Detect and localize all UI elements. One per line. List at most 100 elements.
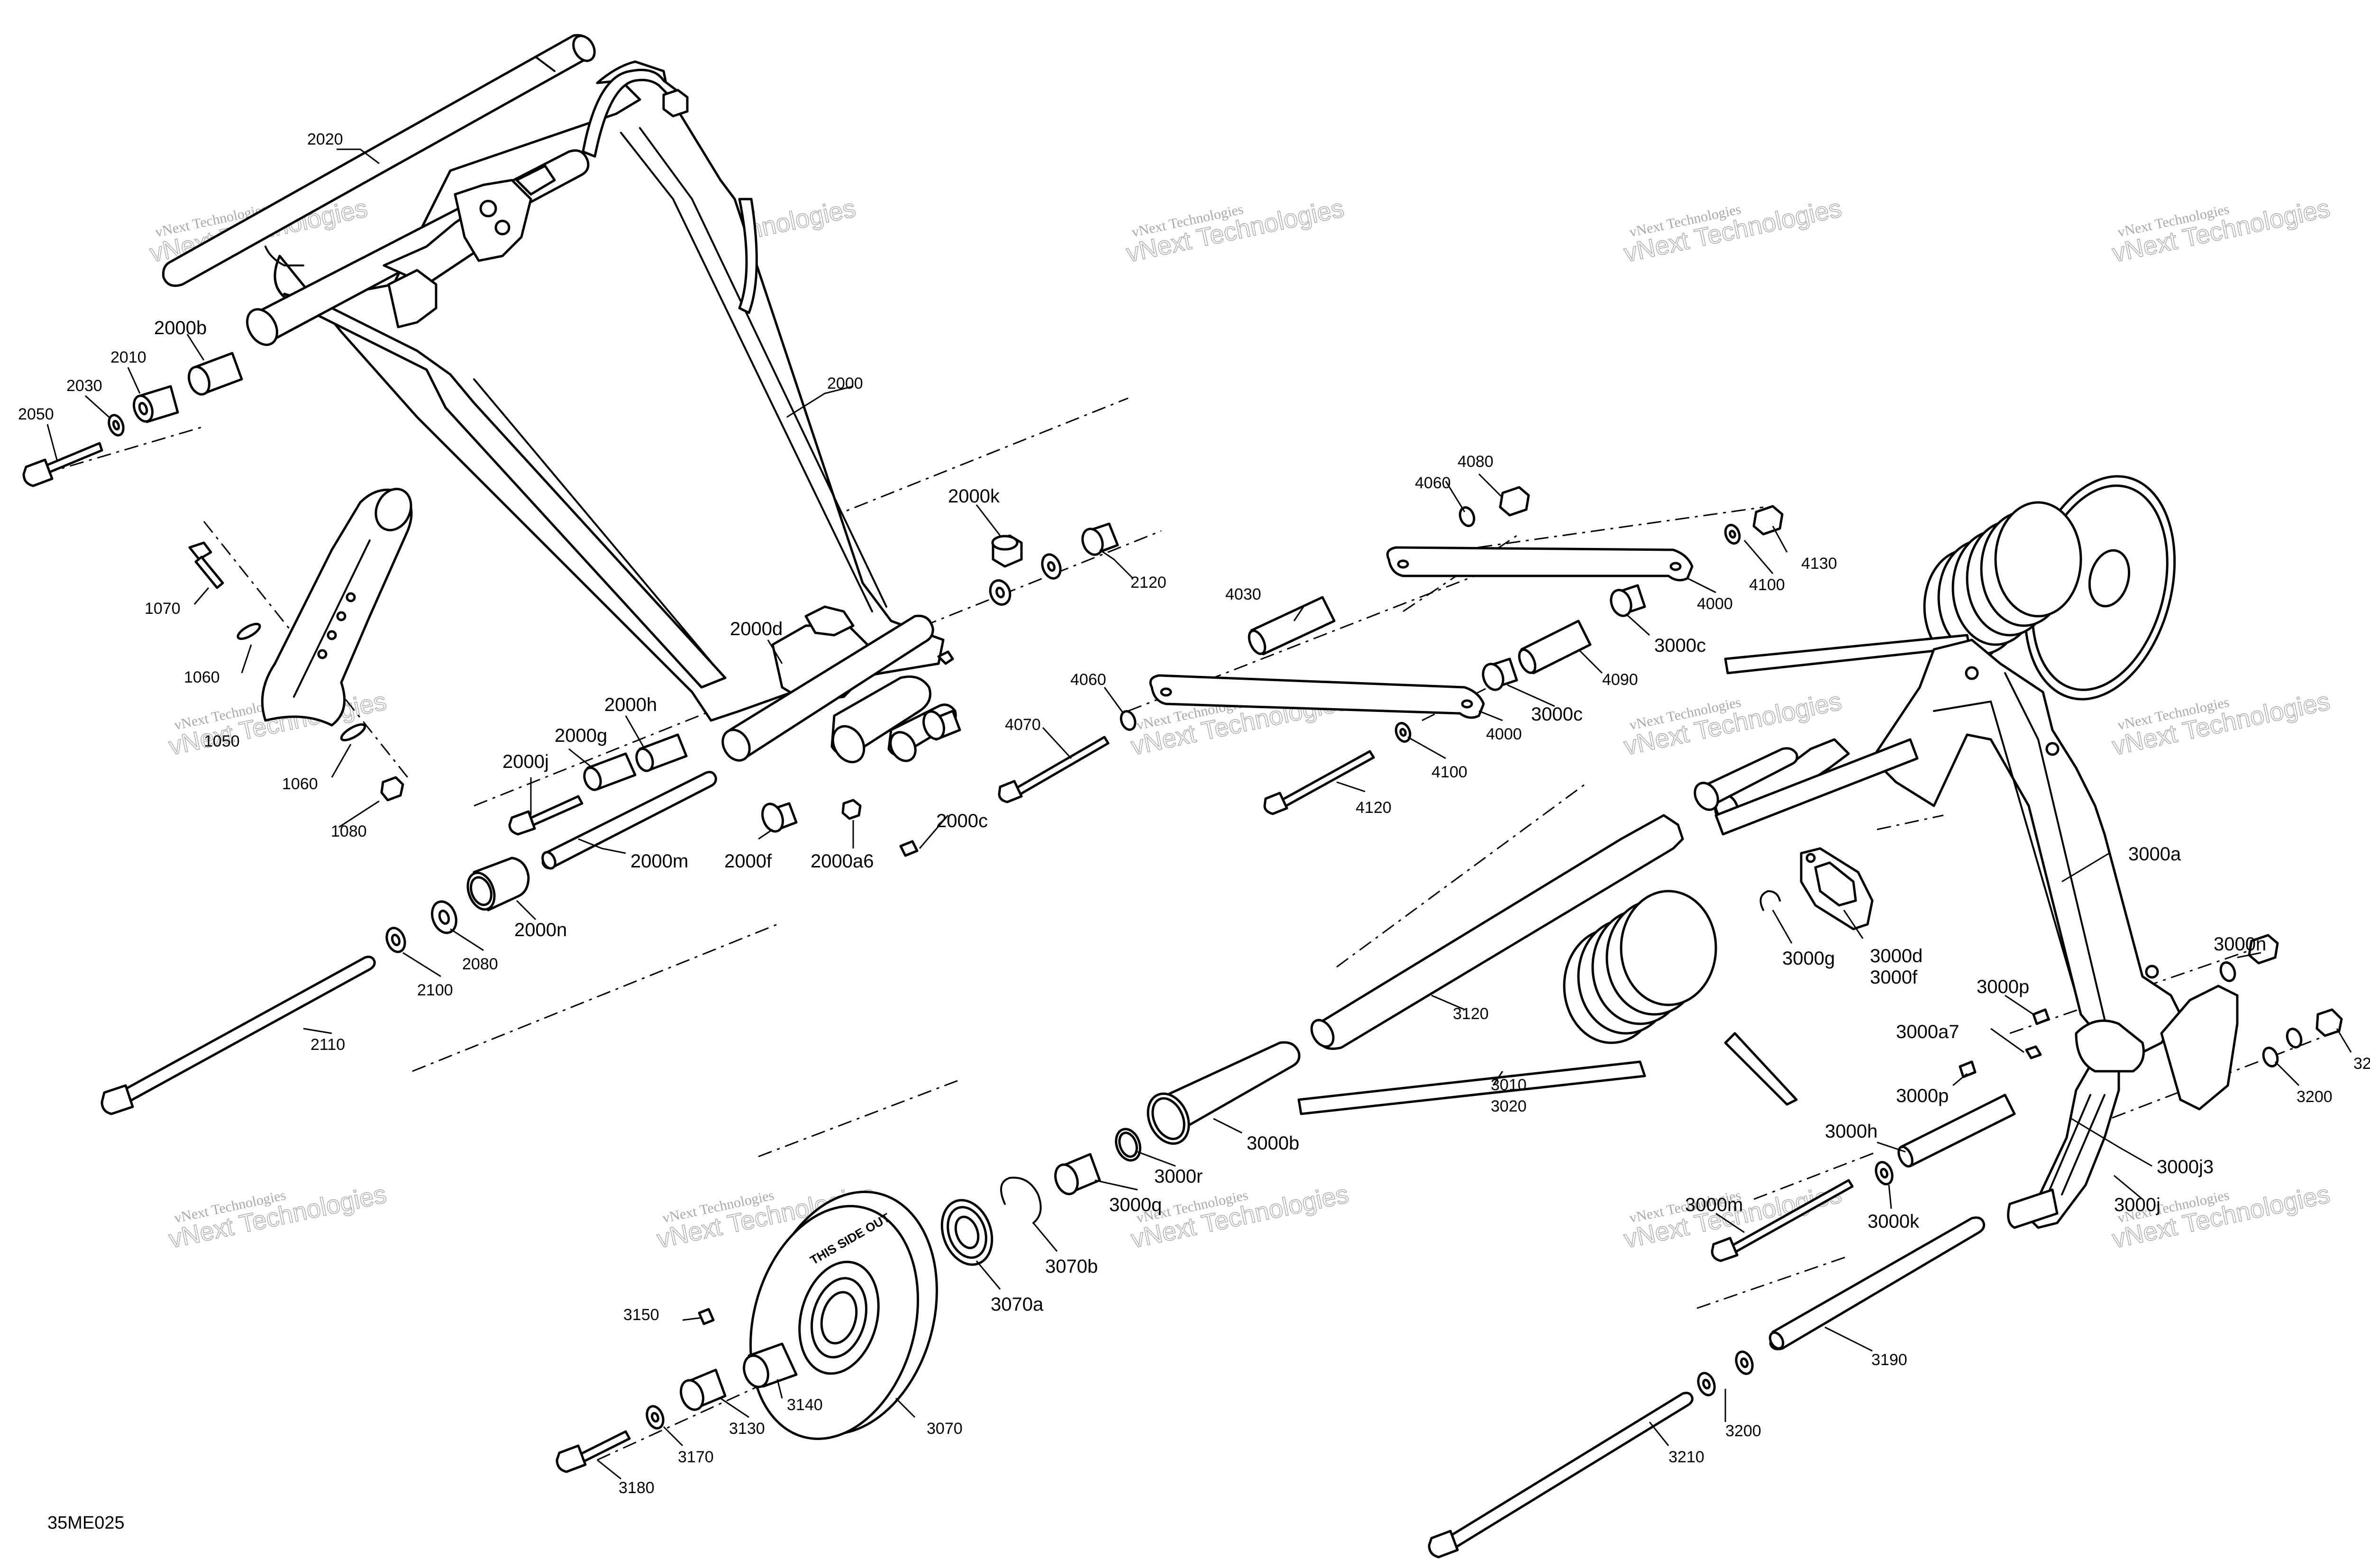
bolt-2050 [22, 442, 103, 487]
tube-2000m [541, 771, 717, 870]
callout-label: 4090 [1602, 671, 1638, 689]
bushing-2000d [922, 710, 961, 741]
callout-label: 2100 [417, 981, 453, 999]
fitting-2000c [899, 840, 919, 857]
callout-label: 4100 [1431, 763, 1468, 781]
bolt-3210 [1428, 1392, 1694, 1559]
bolt-2000j [508, 795, 583, 836]
callout-label: 2110 [310, 1036, 345, 1054]
spacer-2120 [1081, 522, 1119, 556]
fitting-3000p-lower [1959, 1060, 1977, 1078]
bushing-3000q [1054, 1153, 1101, 1195]
washer-4100-lower [1395, 722, 1412, 743]
shaft-2020 [162, 34, 596, 287]
bolt-4120 [1263, 750, 1375, 815]
callout-label: 2000n [514, 920, 567, 940]
callout-label: 1050 [204, 732, 240, 750]
bushing-3000c-lower [1482, 657, 1518, 691]
callout-label: 3190 [1871, 1351, 1907, 1369]
washers-3200-lower [1697, 1350, 1754, 1396]
callout-label: 2000 [827, 374, 863, 392]
nut-3220 [2315, 1008, 2343, 1037]
shaft-3120 [1310, 747, 1798, 1050]
callout-label: 3020 [1491, 1097, 1527, 1115]
diagram-reference-code: 35ME025 [47, 1513, 125, 1533]
callout-label: 3000q [1109, 1194, 1162, 1215]
circlip-3000g [1759, 890, 1781, 911]
callout-label: 1060 [184, 668, 220, 686]
callout-label: 2120 [1130, 574, 1167, 592]
callout-label: 1060 [282, 775, 318, 793]
callout-label: 3000j [2114, 1194, 2160, 1215]
callout-label: 3140 [787, 1396, 823, 1414]
circlip-3070b [1000, 1176, 1042, 1224]
link-4000-upper [1386, 546, 1694, 582]
callout-label: 3000n [2214, 934, 2266, 955]
callout-label: 2080 [462, 955, 498, 973]
callout-label: 4080 [1458, 453, 1494, 471]
callout-label: 3200 [1725, 1422, 1761, 1440]
callout-label: 2030 [66, 377, 102, 395]
spacer-4090 [1518, 620, 1592, 675]
callout-label: 2000f [724, 851, 772, 872]
cover-plate-3000d [1800, 847, 1874, 930]
callout-label: 3180 [619, 1479, 655, 1497]
callout-label: 4000 [1486, 725, 1522, 743]
callout-label: 3000p [1977, 976, 2029, 997]
callout-label: 4000 [1697, 595, 1733, 613]
tube-3000h [1897, 1094, 2016, 1168]
bushing-3140 [743, 1342, 798, 1388]
spacer-3130 [680, 1368, 727, 1411]
callout-label: 3000h [1825, 1121, 1878, 1142]
callout-label: 2000d [730, 619, 783, 639]
bushing-3000b [1147, 1041, 1301, 1145]
callout-label: 3000a7 [1896, 1021, 1959, 1042]
washer-3000n [2219, 961, 2236, 982]
nut-4130 [1752, 505, 1784, 536]
callout-label: 1070 [145, 600, 181, 618]
bolt-2110 [100, 956, 376, 1115]
callout-label: 3000b [1247, 1133, 1299, 1154]
tube-3190 [1768, 1216, 1985, 1350]
callout-label: 4130 [1801, 555, 1837, 573]
washer-1060-bottom [340, 723, 366, 741]
callout-label: 3000r [1154, 1166, 1203, 1187]
callout-label: 2020 [307, 130, 343, 148]
callout-label: 3000c [1531, 704, 1583, 725]
callout-label: 4120 [1356, 799, 1392, 817]
washer-3170 [646, 1405, 665, 1430]
callout-label: 3000a [2128, 844, 2181, 865]
callout-label: 3070 [927, 1420, 963, 1438]
set-screw-3150 [698, 1308, 715, 1325]
spacer-4030 [1248, 596, 1336, 656]
fitting-3000p-upper [2032, 1008, 2050, 1025]
washer-2000k [989, 579, 1012, 606]
callout-label: 4060 [1415, 474, 1451, 492]
callout-labels: 2020 2000b 2030 2010 2050 2000 2000k 212… [18, 130, 2370, 1497]
callout-label: 3070b [1045, 1256, 1098, 1277]
callout-label: 3070a [991, 1294, 1044, 1315]
callout-label: 2000c [936, 811, 988, 831]
callout-label: 3000c [1654, 635, 1706, 656]
spacer-2010 [133, 385, 179, 423]
callout-label: 3000j3 [2157, 1157, 2214, 1177]
bolt-4070 [998, 736, 1110, 803]
callout-label: 2000g [555, 725, 607, 746]
nut-1080 [380, 776, 404, 802]
bushing-2000f [761, 802, 798, 833]
front-arm-assembly [22, 34, 1119, 1115]
callout-label: 3000g [1782, 948, 1835, 969]
callout-label: 3000p [1896, 1085, 1949, 1106]
nut-4080 [1499, 486, 1530, 517]
callout-label: 2000m [630, 851, 688, 872]
rear-arm-assembly [1714, 475, 2239, 1229]
ring-3000r [1115, 1128, 1141, 1162]
washer-4060-lower [1120, 710, 1137, 731]
stopper-arm-1050 [261, 488, 413, 727]
callout-label: 3220 [2353, 1055, 2370, 1073]
callout-label: 4100 [1749, 576, 1785, 594]
front-arm-2000 [246, 60, 957, 764]
callout-label: 4060 [1070, 671, 1106, 689]
washer-1060-top [237, 622, 261, 640]
